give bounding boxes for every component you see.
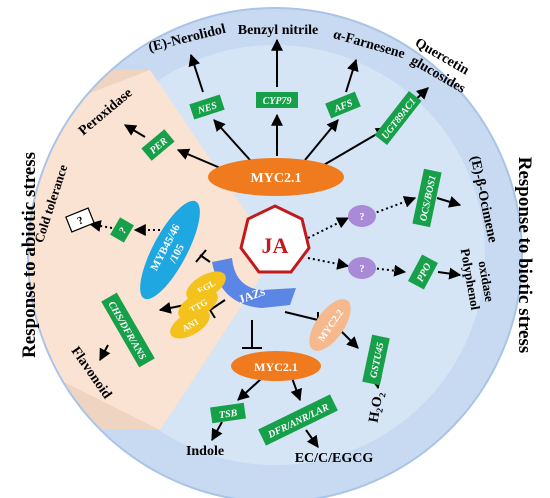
myb-ellipse-group: MYB45/46 /105 [140, 200, 200, 300]
gene-box-nes [189, 94, 225, 120]
gene-box-tsb [210, 402, 246, 424]
side-title-right: Response to biotic stress [514, 157, 535, 354]
myc21-top-label: MYC2.1 [251, 171, 302, 186]
unknown-circle-bottom [348, 257, 376, 279]
gene-box-gstu [362, 334, 390, 386]
gene-label-unknown-left: ? [117, 226, 129, 236]
product-polyphenol-2: oxidase [475, 260, 497, 303]
side-title-left: Response to abiotic stress [19, 152, 40, 358]
ttg-ellipse [178, 290, 218, 320]
ja-label: JA [262, 233, 289, 258]
gene-label-tsb: TSB [218, 408, 238, 421]
product-h2o2: H2O2 [366, 390, 387, 424]
jazs-arc [212, 258, 296, 308]
gene-box-ugt [374, 91, 422, 145]
an1-ellipse [170, 309, 210, 339]
egl-ellipse [186, 271, 226, 301]
unknown-circle-top-label: ? [360, 212, 365, 223]
product-ec-c-egcg: EC/C/EGCG [295, 451, 374, 466]
gene-label-cyp79: CYP79 [263, 96, 292, 107]
gene-boxes: NES CYP79 AFS UGT89AC1 PER ? OCS [101, 91, 442, 446]
cold-tolerance-box-label: ? [76, 214, 86, 227]
myb-ellipse [140, 200, 200, 300]
myc22-ellipse [309, 299, 351, 351]
unknown-circle-bottom-label: ? [360, 264, 365, 275]
gene-box-ppo [408, 254, 438, 290]
myc21-bottom-ellipse [231, 351, 321, 381]
myc21-top-ellipse [208, 158, 344, 196]
gene-box-afs [325, 91, 361, 119]
product-indole: Indole [186, 444, 224, 459]
egl-ttg-an1-group: EGL TTG AN1 [170, 271, 226, 339]
ja-heptagon [239, 204, 311, 274]
gene-box-dfr [258, 394, 338, 446]
gene-box-unknown-left [110, 217, 134, 243]
unknown-circle-top [348, 205, 376, 227]
gene-box-chs [101, 292, 155, 368]
product-benzyl-nitrile: Benzyl nitrile [238, 23, 319, 38]
myc21-bottom-label: MYC2.1 [254, 360, 298, 374]
cold-tolerance-box-group: ? [65, 207, 95, 233]
gene-box-per [141, 129, 175, 161]
cold-tolerance-box [65, 207, 95, 233]
gene-box-ocs [412, 168, 442, 228]
gene-box-cyp79 [256, 92, 298, 108]
